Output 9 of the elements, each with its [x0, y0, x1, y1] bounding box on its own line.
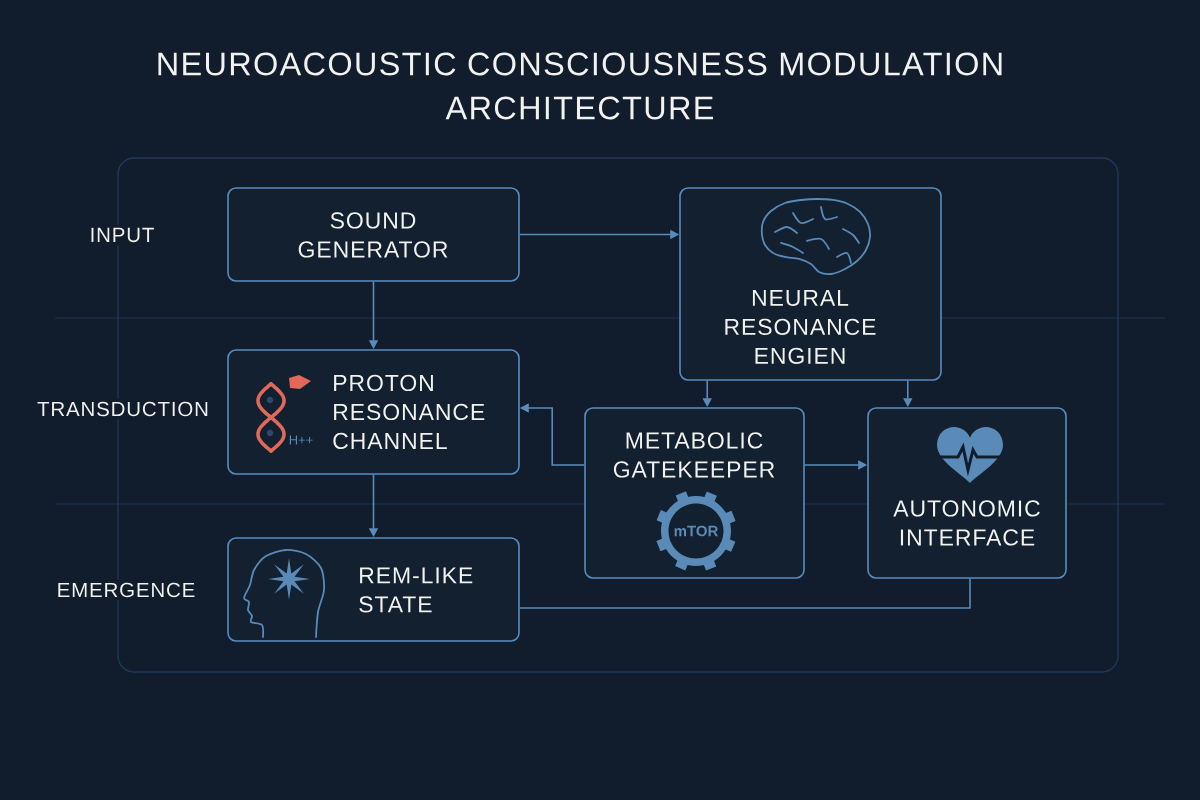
process-box: SOUND GENERATOR: [227, 187, 520, 282]
process-box: NEURAL RESONANCE ENGIEN: [679, 187, 942, 381]
connector-line: [519, 578, 971, 609]
process-box: REM-LIKE STATE: [227, 537, 520, 642]
symbol-label: H++: [289, 435, 313, 445]
title: NEUROACOUSTIC CONSCIOUSNESS MODULATION ARCHITECTURE: [158, 52, 1002, 120]
process-box: AUTONOMIC INTERFACE: [867, 407, 1067, 579]
lane-label: TRANSDUCTION: [34, 398, 212, 420]
gear-label: mTOR: [674, 525, 719, 537]
